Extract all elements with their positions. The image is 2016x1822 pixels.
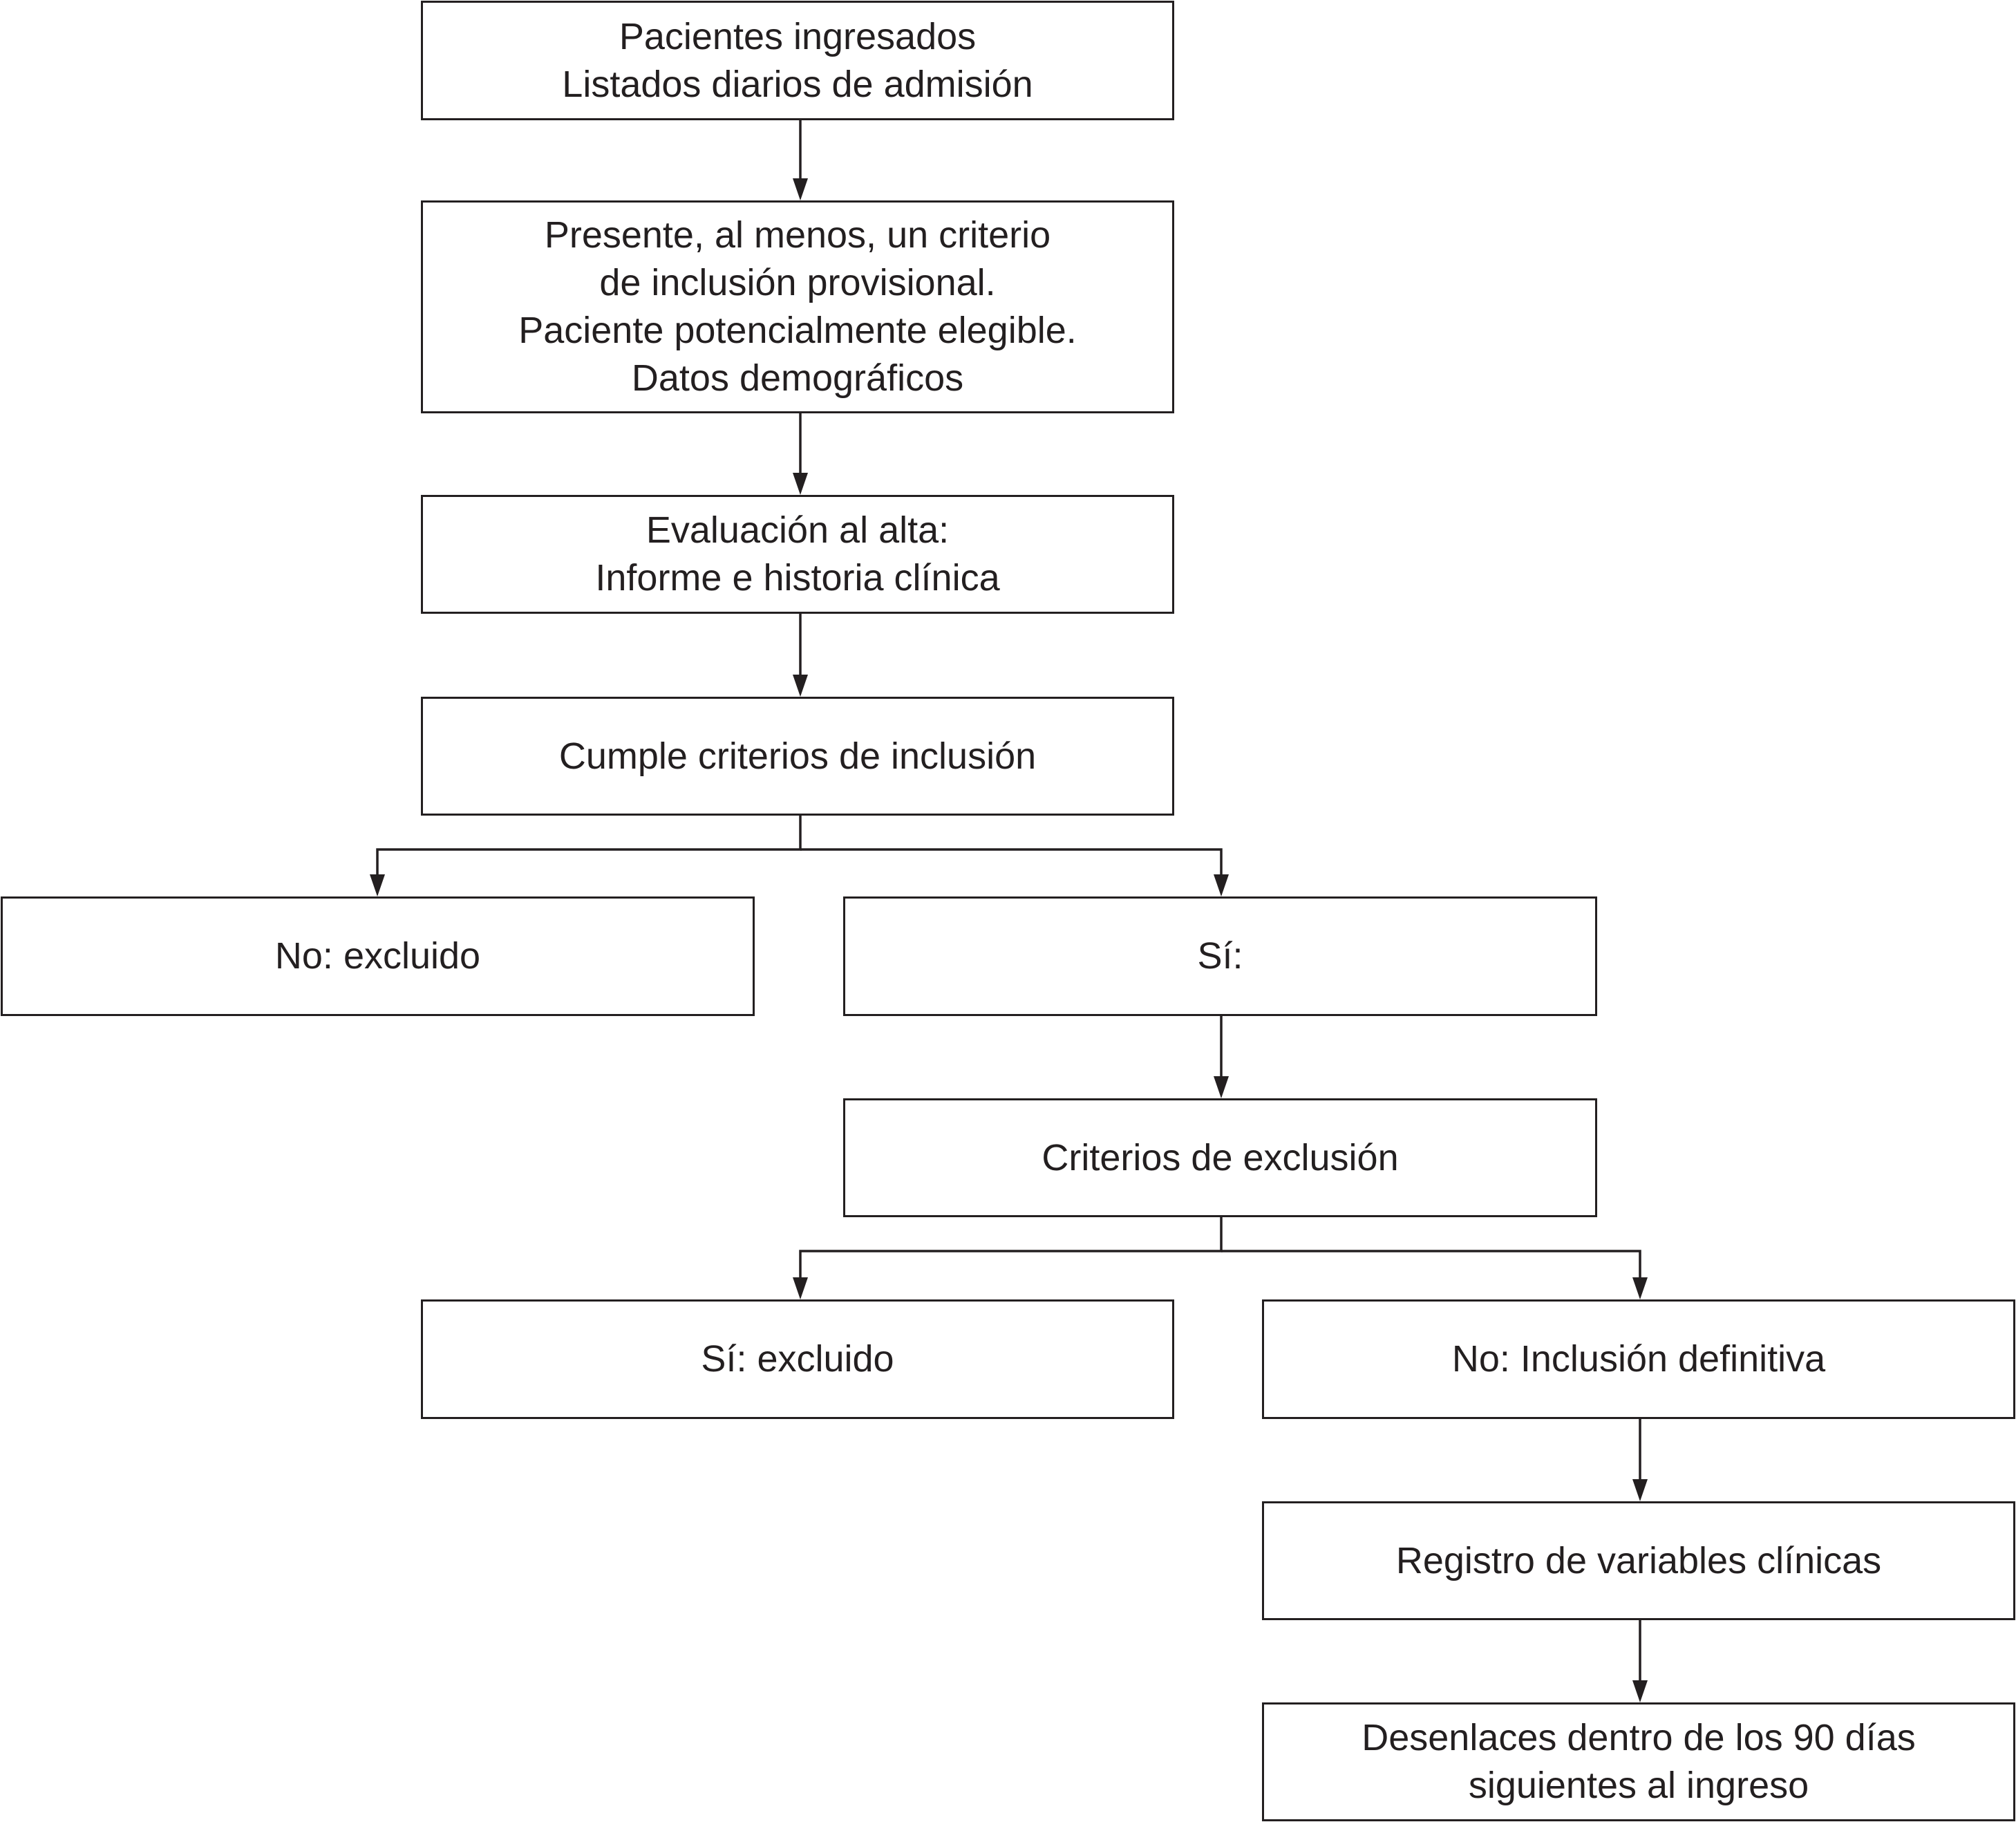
decision-box-inclusion-criteria: Cumple criterios de inclusión — [421, 697, 1174, 816]
step-label-90-day-outcomes: Desenlaces dentro de los 90 días siguien… — [1362, 1717, 1916, 1806]
arrow-inclusion-to-not-included-head — [370, 874, 385, 896]
arrow-exclusion-to-excluded-head — [793, 1277, 808, 1299]
outcome-box-definitive-inclusion: No: Inclusión definitiva — [1262, 1299, 2015, 1419]
step-box-clinical-registry: Registro de variables clínicas — [1262, 1501, 2015, 1620]
outcome-label-excluded: Sí: excluido — [701, 1338, 894, 1380]
decision-box-exclusion-criteria: Criterios de exclusión — [843, 1098, 1597, 1217]
arrow-exclusion-to-definitive-head — [1632, 1277, 1648, 1299]
arrow-yes-to-exclusion-head — [1214, 1076, 1229, 1098]
step-box-provisional-inclusion: Presente, al menos, un criterio de inclu… — [421, 200, 1174, 413]
step-box-discharge-evaluation: Evaluación al alta: Informe e historia c… — [421, 495, 1174, 614]
arrow-admitted-to-provisional-head — [793, 178, 808, 200]
step-box-admitted-patients: Pacientes ingresados Listados diarios de… — [421, 1, 1174, 120]
branch-box-yes: Sí: — [843, 896, 1597, 1016]
outcome-box-not-included: No: excluido — [1, 896, 755, 1016]
outcome-label-not-included: No: excluido — [274, 935, 481, 977]
decision-label-inclusion-criteria: Cumple criterios de inclusión — [558, 735, 1037, 777]
arrow-exclusion-to-definitive-line — [1221, 1250, 1641, 1277]
step-label-admitted-patients: Pacientes ingresados Listados diarios de… — [562, 15, 1033, 105]
step-label-provisional-inclusion: Presente, al menos, un criterio de inclu… — [518, 214, 1077, 399]
decision-label-exclusion-criteria: Criterios de exclusión — [1042, 1136, 1399, 1178]
arrow-registry-to-outcomes-head — [1632, 1680, 1648, 1702]
arrow-definitive-to-registry-head — [1632, 1479, 1648, 1501]
step-label-discharge-evaluation: Evaluación al alta: Informe e historia c… — [595, 509, 1000, 599]
arrow-exclusion-to-excluded-line — [799, 1217, 1223, 1277]
arrow-provisional-to-discharge-head — [793, 473, 808, 495]
step-label-clinical-registry: Registro de variables clínicas — [1395, 1539, 1882, 1581]
outcome-label-definitive-inclusion: No: Inclusión definitiva — [1451, 1338, 1826, 1380]
step-box-90-day-outcomes: Desenlaces dentro de los 90 días siguien… — [1262, 1702, 2015, 1821]
arrow-inclusion-to-not-included-line — [376, 816, 802, 874]
arrow-discharge-to-inclusion-head — [793, 675, 808, 697]
arrow-inclusion-to-yes-line — [800, 848, 1223, 874]
arrow-inclusion-to-yes-head — [1214, 874, 1229, 896]
outcome-box-excluded: Sí: excluido — [421, 1299, 1174, 1419]
branch-label-yes: Sí: — [1197, 935, 1243, 977]
